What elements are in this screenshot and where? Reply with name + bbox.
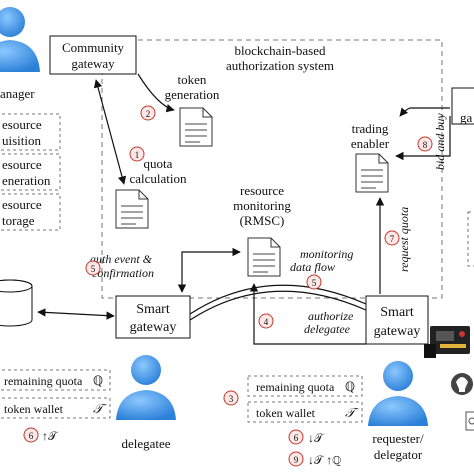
requester-person-icon <box>368 361 428 426</box>
authorize-label-line1: authorize <box>308 309 354 323</box>
request-quota-label: request quota <box>397 207 411 272</box>
delegatee-remaining-quota: remaining quota <box>4 374 83 388</box>
delegatee-token-symbol: 𝒯 <box>93 401 107 416</box>
system-title-line2: authorization system <box>226 58 334 73</box>
community-gateway-line1: Community <box>62 40 125 55</box>
smart-gateway-right-line2: gateway <box>374 324 421 339</box>
arrow-gateway-quota <box>93 79 127 185</box>
step-badge-1: 1 <box>129 146 145 162</box>
bid-and-buy-label: bid and buy <box>433 113 447 170</box>
monitoring-label-line1: monitoring <box>300 247 353 261</box>
arrow-auth-event <box>177 247 241 293</box>
rmsc-document-icon <box>247 237 281 277</box>
quota-calculation-line2: calculation <box>129 171 187 186</box>
svg-text:esource: esource <box>2 117 42 132</box>
requester-wallet: remaining quota ℚ token wallet 𝒯 3 6 ↓𝒯 … <box>223 375 363 467</box>
arrow-db-gateway <box>37 308 115 320</box>
quota-document-icon <box>115 189 149 229</box>
requester-label-line1: requester/ <box>372 431 424 446</box>
smart-gateway-left-line1: Smart <box>136 302 170 317</box>
smart-gateway-right-box <box>365 295 429 345</box>
requester-token-wallet: token wallet <box>256 406 316 420</box>
arrow-trading-gateway <box>399 107 450 117</box>
smart-gateway-left-box <box>115 295 191 339</box>
token-generation-line1: token <box>178 72 207 87</box>
system-title-line1: blockchain-based <box>235 43 326 58</box>
delegatee-token-wallet: token wallet <box>4 402 64 416</box>
trading-enabler-line1: trading <box>352 121 389 136</box>
step-badge-8: 8 <box>417 136 433 152</box>
iot-board-icon <box>424 326 470 358</box>
delegatee-quota-symbol: ℚ <box>93 373 103 388</box>
svg-text:8: 8 <box>423 140 428 150</box>
rmsc-line3: (RMSC) <box>240 213 285 228</box>
lightbulb-icon <box>451 373 473 395</box>
trading-enabler-line2: enabler <box>351 136 390 151</box>
auth-event-label-line1: auth event & <box>90 252 153 266</box>
rmsc-line1: resource <box>240 183 284 198</box>
right-dashed-fragment <box>467 211 474 267</box>
authorize-label-line2: delegatee <box>304 322 351 336</box>
arrow-authorize <box>249 283 366 345</box>
svg-text:6: 6 <box>294 433 299 443</box>
monitoring-label-line2: data flow <box>290 260 335 274</box>
trading-document-icon <box>355 153 389 193</box>
svg-text:5: 5 <box>91 264 96 274</box>
manager-label: anager <box>0 86 35 101</box>
svg-text:1: 1 <box>135 150 140 160</box>
svg-text:uisition: uisition <box>2 133 42 148</box>
monitoring-flow-line-2 <box>189 290 367 321</box>
step-badge-5-monitoring: 5 <box>306 274 322 290</box>
svg-text:5: 5 <box>312 278 317 288</box>
monitoring-flow-line-1 <box>189 284 367 315</box>
requester-quota-symbol: ℚ <box>345 379 355 394</box>
arrow-gateway-token <box>137 73 175 113</box>
manager-resource-boxes: esource uisition esource eneration esour… <box>0 113 61 231</box>
requester-step6-text: ↓𝒯 <box>308 431 325 445</box>
delegatee-label: delegatee <box>121 436 170 451</box>
svg-text:eneration: eneration <box>2 173 51 188</box>
manager-person-icon <box>0 7 40 72</box>
token-document-icon <box>179 107 213 147</box>
right-gateway-box <box>451 87 474 125</box>
right-gateway-fragment: ga <box>460 110 473 125</box>
smart-gateway-left-line2: gateway <box>130 320 177 335</box>
token-generation-line2: generation <box>165 87 220 102</box>
rmsc-line2: monitoring <box>233 198 291 213</box>
device-icon <box>465 411 474 431</box>
svg-text:2: 2 <box>146 109 151 119</box>
community-gateway-line2: gateway <box>71 56 115 71</box>
svg-text:7: 7 <box>390 234 395 244</box>
svg-text:esource: esource <box>2 157 42 172</box>
svg-text:torage: torage <box>2 213 35 228</box>
requester-remaining-quota: remaining quota <box>256 380 335 394</box>
step-badge-7: 7 <box>384 230 400 246</box>
step-badge-2: 2 <box>140 105 156 121</box>
community-gateway-box <box>49 35 137 75</box>
requester-label-line2: delegator <box>374 447 423 462</box>
auth-event-label-line2: confirmation <box>92 266 154 280</box>
delegatee-wallet: remaining quota ℚ token wallet 𝒯 6 ↑𝒯 <box>0 369 111 443</box>
requester-step9-text: ↓𝒯 ↑ℚ <box>308 453 341 467</box>
delegatee-person-icon <box>116 355 176 420</box>
svg-text:6: 6 <box>29 431 34 441</box>
step-badge-5-auth: 5 <box>85 260 101 276</box>
arrow-bid-buy <box>395 116 451 161</box>
database-icon <box>0 279 33 327</box>
delegatee-step6-text: ↑𝒯 <box>42 429 59 443</box>
svg-text:4: 4 <box>264 317 269 327</box>
svg-text:9: 9 <box>294 455 299 465</box>
step-badge-4: 4 <box>258 313 274 329</box>
smart-gateway-right-line1: Smart <box>380 305 414 320</box>
svg-text:3: 3 <box>229 394 234 404</box>
quota-calculation-line1: quota <box>144 156 173 171</box>
requester-token-symbol: 𝒯 <box>345 405 359 420</box>
svg-text:esource: esource <box>2 197 42 212</box>
